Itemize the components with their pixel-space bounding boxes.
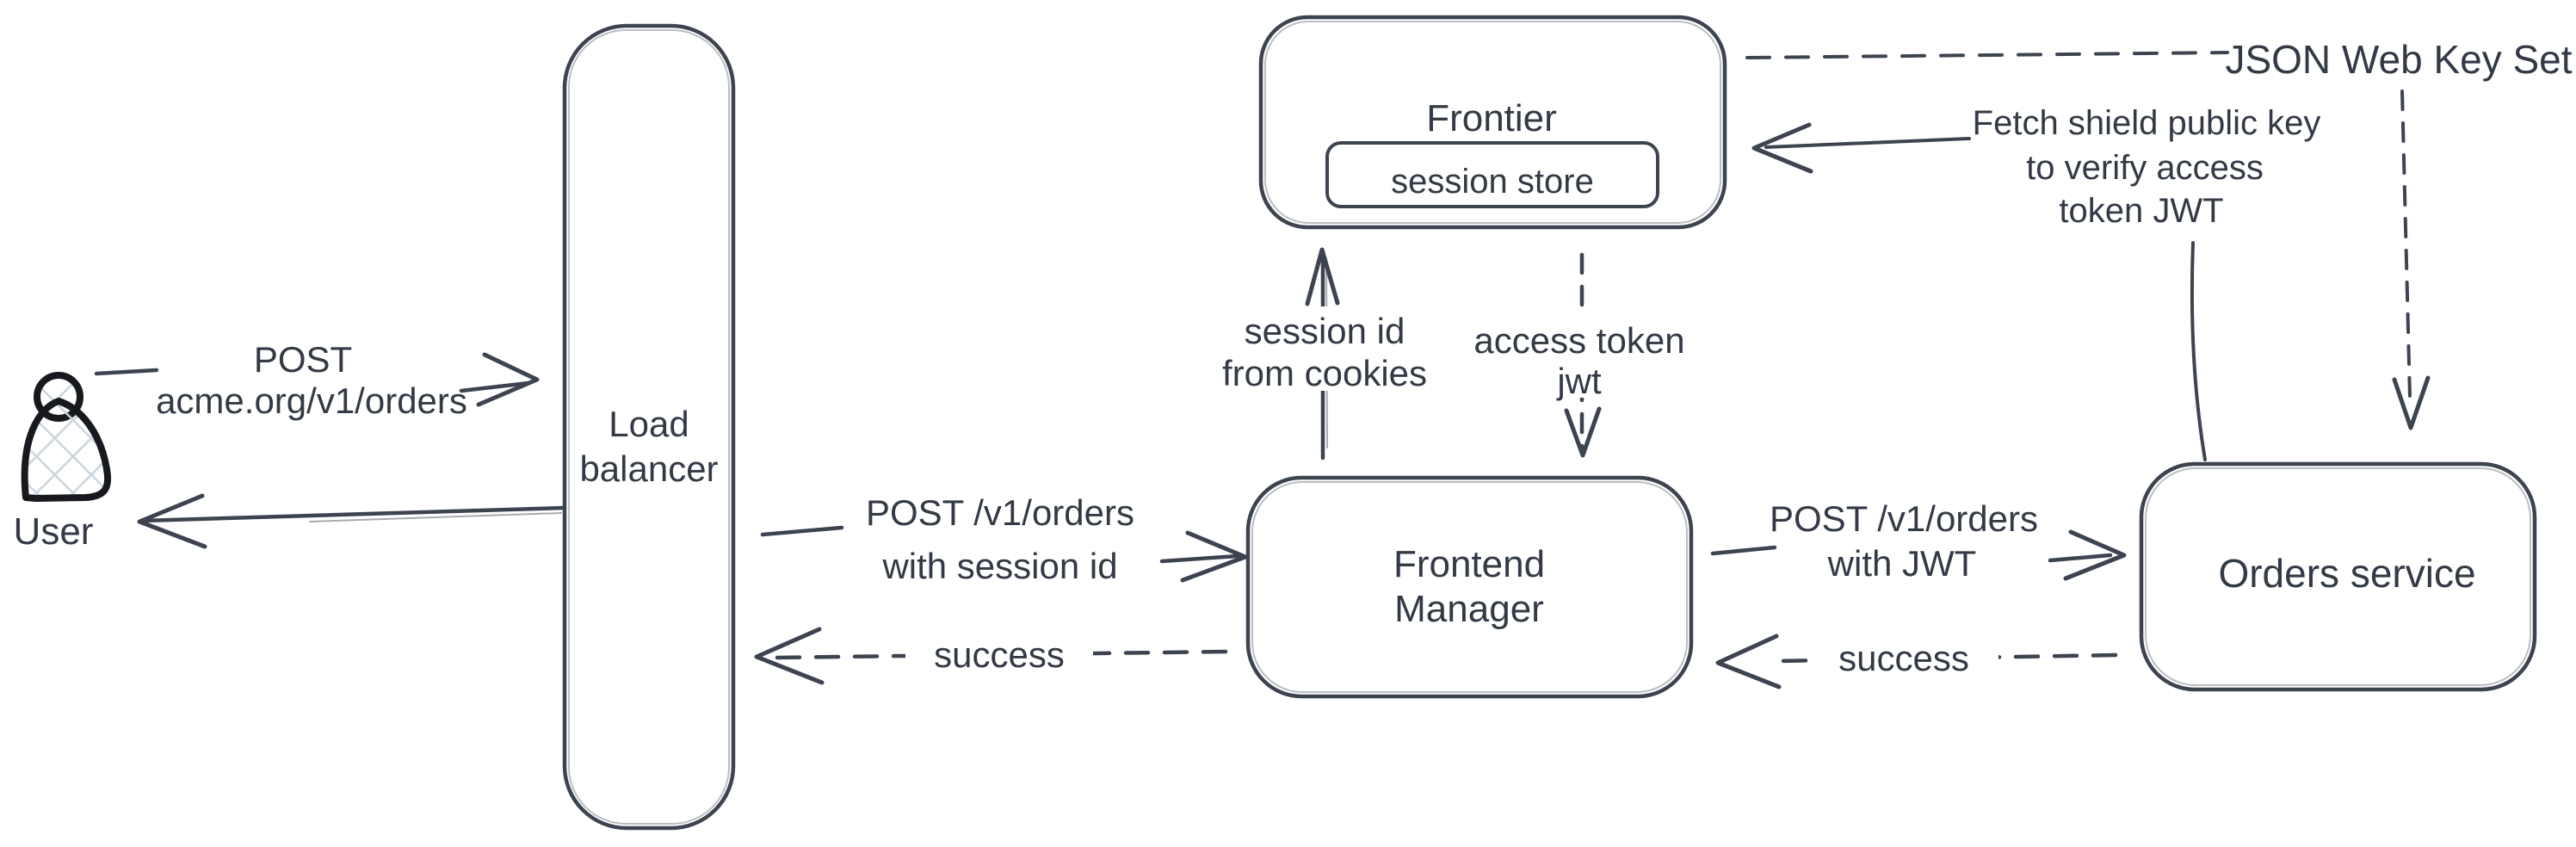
- success-label-left: success: [934, 634, 1065, 675]
- arrowhead-up-icon: [1305, 247, 1340, 306]
- jwks-dashed-line-to-frontier: [1745, 51, 2229, 59]
- access-token-label-line1: access token: [1473, 320, 1684, 361]
- session-store-node: session store: [1325, 141, 1659, 208]
- fetch-key-label-line3: token JWT: [2059, 192, 2223, 230]
- arrowhead-right-icon: [476, 352, 540, 407]
- frontend-manager-node: Frontend Manager: [1245, 475, 1694, 699]
- arrow-shaft: [1764, 137, 1971, 149]
- frontend-manager-label-line1: Frontend: [1393, 543, 1545, 585]
- request-label-line2: acme.org/v1/orders: [156, 380, 467, 421]
- success-label-right: success: [1838, 638, 1969, 678]
- orders-service-node: Orders service: [2139, 461, 2537, 692]
- fetch-key-label-line1: Fetch shield public key: [1973, 104, 2321, 142]
- request-label-line1: POST: [254, 339, 352, 380]
- arrow-shaft: [459, 380, 531, 393]
- frontier-node: Frontier session store: [1258, 15, 1727, 230]
- arrow-shaft: [1159, 553, 1240, 564]
- curved-shaft: [2190, 241, 2207, 461]
- edge-access-token-down: access token jwt: [1465, 252, 1693, 458]
- arrow-tail: [760, 525, 844, 537]
- lb-to-frontend-label-line1: POST /v1/orders: [866, 492, 1134, 533]
- arrowhead-down-icon: [1564, 406, 1602, 458]
- edge-frontend-to-orders: POST /v1/orders with JWT: [1710, 498, 2127, 584]
- session-id-label-line2: from cookies: [1222, 353, 1427, 393]
- frontend-manager-label-line2: Manager: [1394, 588, 1544, 630]
- fetch-key-label-line2: to verify access: [2026, 149, 2264, 187]
- frontier-label: Frontier: [1426, 97, 1557, 139]
- frontend-to-orders-label-line2: with JWT: [1827, 543, 1977, 584]
- edge-lb-to-frontend: POST /v1/orders with session id: [760, 492, 1248, 586]
- load-balancer-label-line1: Load: [608, 404, 689, 444]
- frontend-to-orders-label-line1: POST /v1/orders: [1770, 498, 2038, 539]
- arrowhead-down-icon: [2392, 375, 2431, 430]
- user-actor: User: [14, 372, 112, 553]
- edge-session-id-up: session id from cookies: [1212, 247, 1437, 461]
- arrowhead-left-icon: [137, 493, 207, 549]
- session-id-label-line1: session id: [1245, 311, 1405, 351]
- orders-service-label: Orders service: [2218, 551, 2475, 596]
- jwks-label: JSON Web Key Set: [2225, 37, 2572, 82]
- load-balancer-label-line2: balancer: [579, 448, 718, 489]
- user-label: User: [14, 510, 94, 553]
- access-token-label-line2: jwt: [1555, 361, 1602, 401]
- edge-frontend-to-lb-success: success: [754, 625, 1228, 685]
- arrow-shaft-sketch: [309, 512, 562, 522]
- load-balancer-node: Load balancer: [562, 23, 736, 831]
- arrowhead-right-icon: [2063, 529, 2127, 581]
- arrow-shaft: [140, 505, 567, 523]
- edge-fetch-public-key: Fetch shield public key to verify access…: [1751, 104, 2321, 461]
- jwks-dashed-line-to-orders: [2400, 90, 2412, 399]
- edge-user-request: POST acme.org/v1/orders: [94, 339, 540, 421]
- edge-lb-response: [137, 493, 567, 549]
- lb-to-frontend-label-line2: with session id: [881, 546, 1117, 586]
- arrowhead-right-icon: [1180, 530, 1248, 583]
- edge-orders-to-frontend-success: success: [1715, 628, 2118, 689]
- arrow-tail: [94, 368, 159, 376]
- session-store-label: session store: [1391, 163, 1594, 201]
- arrow-tail: [1710, 545, 1777, 556]
- arrowhead-left-icon: [754, 627, 825, 685]
- user-icon: [21, 372, 112, 502]
- arrow-shaft: [2048, 553, 2113, 563]
- arrowhead-left-icon: [1715, 634, 1782, 689]
- jwks-annotation: JSON Web Key Set: [1745, 37, 2573, 430]
- arrowhead-left-icon: [1751, 122, 1813, 174]
